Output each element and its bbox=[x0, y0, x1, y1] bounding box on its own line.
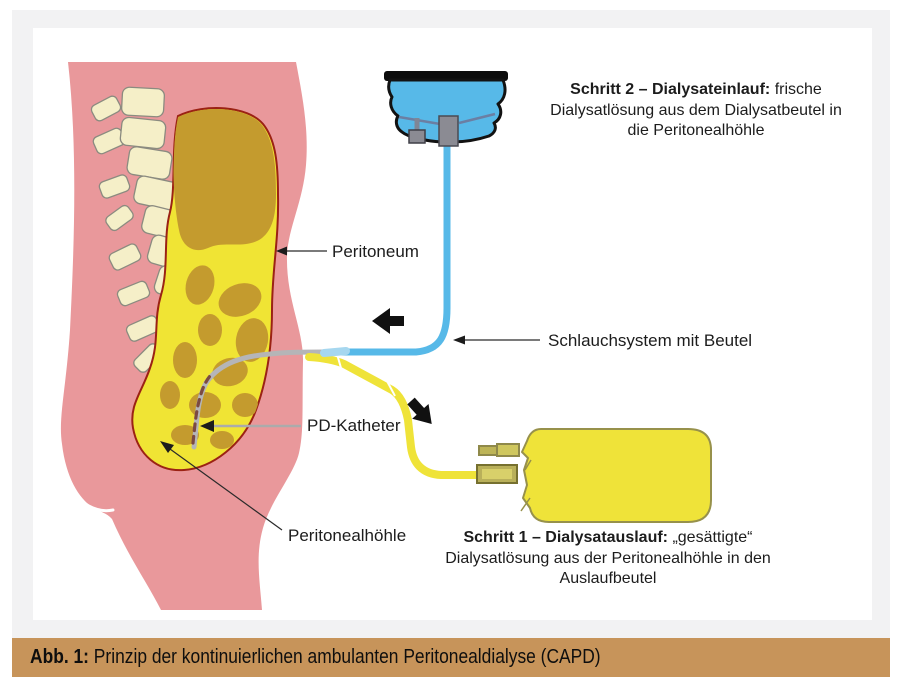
step1-text: Schritt 1 – Dialysatauslauf: „gesättigte… bbox=[440, 528, 776, 590]
tubing-system bbox=[305, 142, 496, 479]
peritoneum-arrowhead bbox=[276, 246, 287, 256]
caption-number: Abb. 1: bbox=[30, 646, 89, 668]
step2-description: frische Dialysatlösung aus dem Dialysatb… bbox=[550, 81, 842, 139]
drain-tube bbox=[305, 353, 496, 479]
peritoneum-label: Peritoneum bbox=[332, 242, 419, 261]
caption-title: Prinzip der kontinuierlichen ambulanten … bbox=[93, 646, 601, 668]
pd-katheter-label: PD-Katheter bbox=[307, 416, 401, 435]
peritonealhoehle-leader bbox=[169, 448, 283, 531]
drain-tube-joint-1 bbox=[336, 353, 342, 369]
catheter-connector bbox=[320, 347, 350, 357]
buttock-crease bbox=[82, 501, 115, 513]
drain-tube-joint-2 bbox=[386, 380, 396, 397]
drain-bag-body bbox=[521, 428, 712, 523]
drain-bag-main-port-inner bbox=[482, 469, 512, 479]
step2-title: Schritt 2 – Dialysateinlauf: bbox=[570, 81, 771, 98]
caption-bar: Abb. 1: Prinzip der kontinuierlichen amb… bbox=[12, 638, 890, 677]
fresh-bag-small-cap bbox=[408, 129, 426, 144]
drain-bag-icon bbox=[476, 428, 712, 523]
fresh-dialysate-bag-icon bbox=[384, 71, 508, 147]
drain-bag-top-cap bbox=[478, 445, 498, 456]
leader-lines bbox=[169, 250, 540, 531]
step1-description: „gesättigte“ Dialysatlösung aus der Peri… bbox=[445, 529, 771, 587]
step2-text: Schritt 2 – Dialysateinlauf: frische Dia… bbox=[540, 80, 852, 142]
peritonealhoehle-label: Peritonealhöhle bbox=[288, 526, 407, 545]
inflow-tube bbox=[338, 142, 451, 356]
pd-catheter-perforations bbox=[191, 374, 212, 445]
step1-title: Schritt 1 – Dialysatauslauf: bbox=[463, 529, 668, 546]
schlauchsystem-arrowhead bbox=[453, 335, 465, 345]
schlauchsystem-label: Schlauchsystem mit Beutel bbox=[548, 331, 753, 350]
outflow-arrow-icon bbox=[407, 397, 432, 425]
torso-cross-section bbox=[60, 62, 327, 610]
leader-arrowheads bbox=[160, 246, 465, 453]
drain-bag-top-port bbox=[496, 443, 520, 457]
fresh-bag-main-port bbox=[438, 115, 459, 147]
peritonealhoehle-arrowhead bbox=[160, 441, 174, 453]
pd-katheter-arrowhead bbox=[200, 420, 214, 432]
figure-caption: Abb. 1: Prinzip der kontinuierlichen amb… bbox=[30, 638, 601, 677]
drain-bag-fold bbox=[520, 459, 532, 512]
inflow-arrow-icon bbox=[372, 308, 404, 334]
